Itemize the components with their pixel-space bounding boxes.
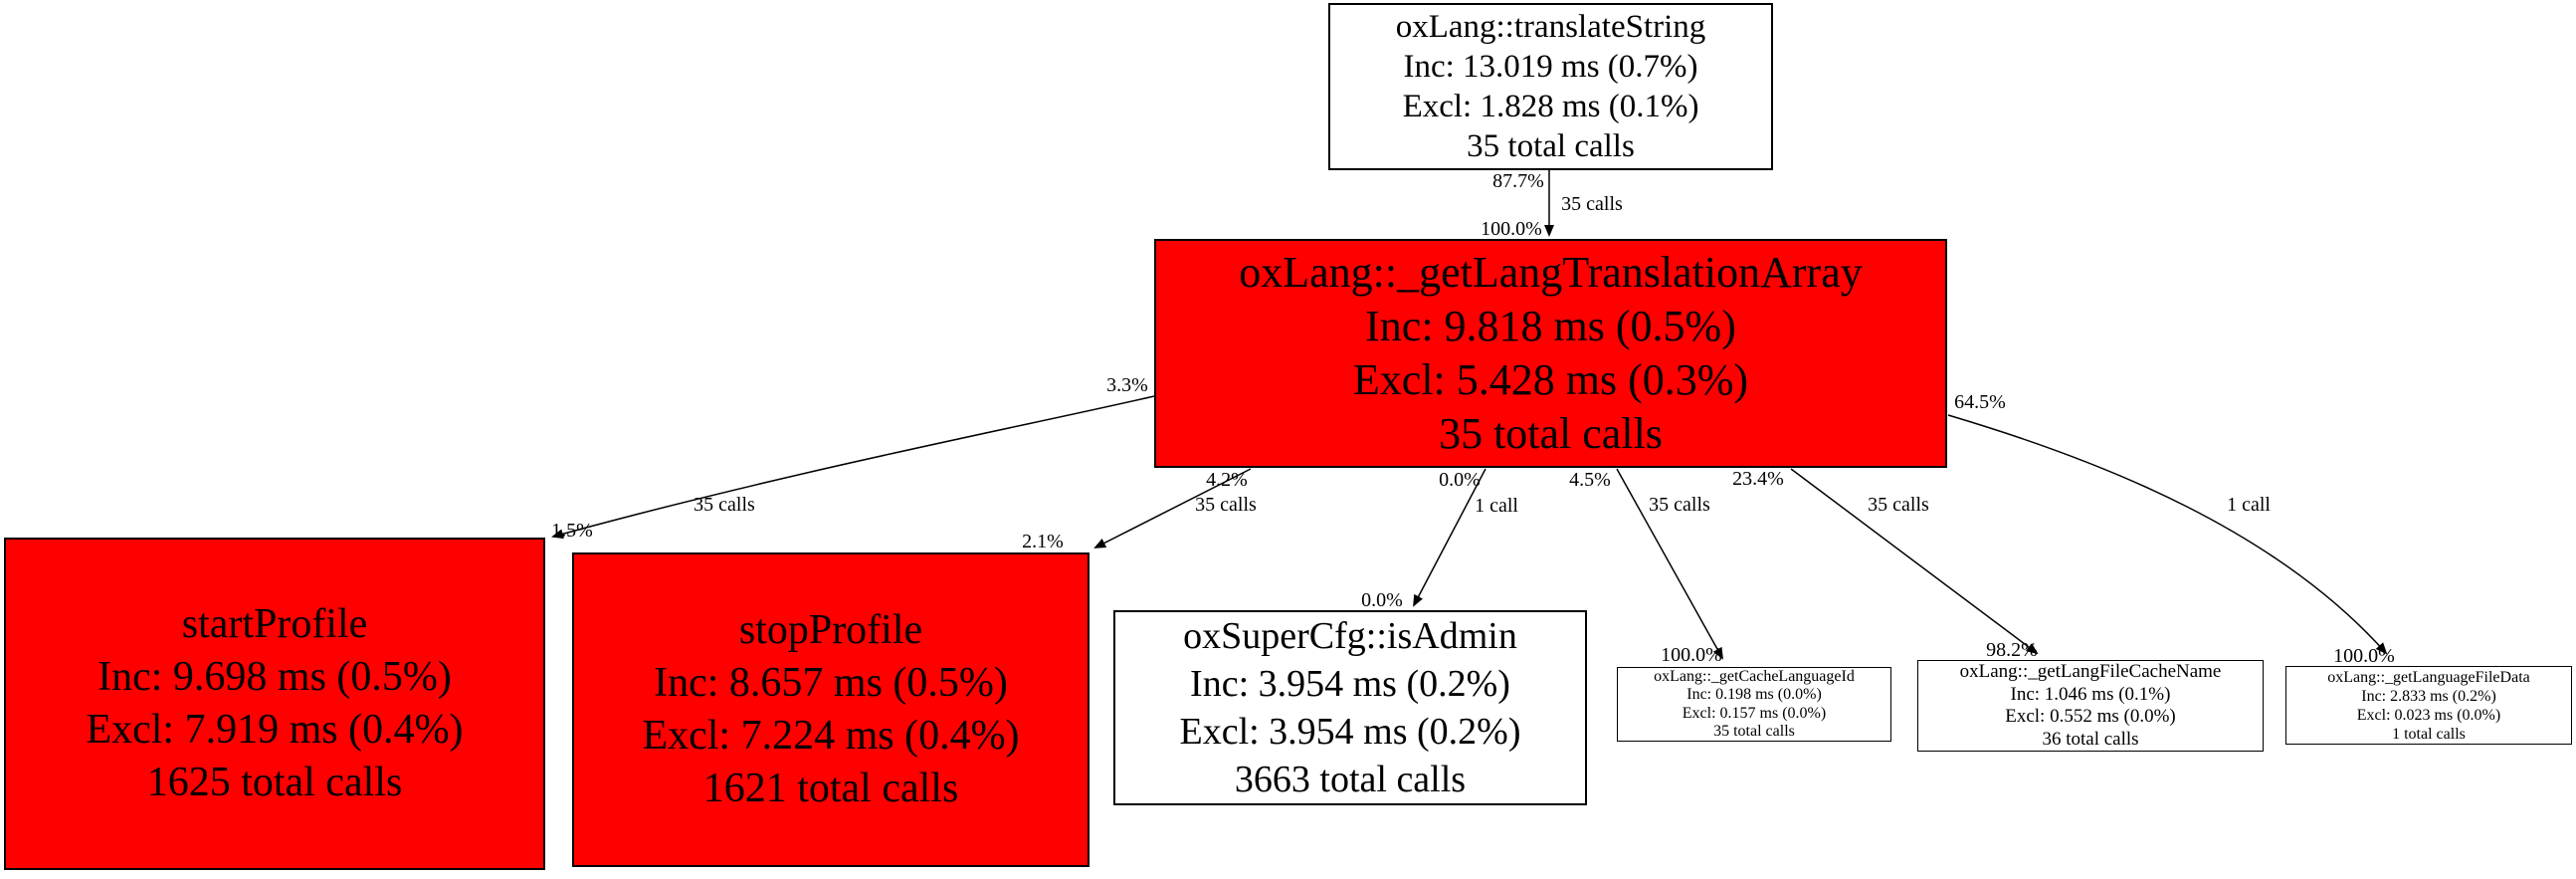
node-startprofile[interactable]: startProfile Inc: 9.698 ms (0.5%) Excl: … [4, 538, 545, 870]
edge-call-count-label: 1 call [1475, 495, 1518, 517]
edge-getlangtranslationarray-to-isadmin [1413, 468, 1486, 607]
node-total-calls: 1625 total calls [146, 760, 403, 805]
node-inclusive-time: Inc: 1.046 ms (0.1%) [2010, 683, 2171, 705]
node-total-calls: 1 total calls [2392, 725, 2466, 743]
node-oxlang-getlangfilecachename[interactable]: oxLang::_getLangFileCacheName Inc: 1.046… [1917, 660, 2264, 752]
edge-head-label: 1.5% [551, 520, 593, 542]
node-exclusive-time: Excl: 0.157 ms (0.0%) [1682, 704, 1827, 722]
edge-call-count-label: 35 calls [694, 494, 755, 516]
edge-getlangtranslationarray-to-getlangfilecachename [1790, 468, 2039, 655]
node-oxlang-translatestring[interactable]: oxLang::translateString Inc: 13.019 ms (… [1328, 3, 1773, 170]
edge-getlangtranslationarray-to-stopprofile [1093, 468, 1252, 549]
node-title: stopProfile [738, 607, 923, 653]
node-total-calls: 35 total calls [1439, 409, 1663, 458]
node-inclusive-time: Inc: 9.818 ms (0.5%) [1365, 302, 1736, 350]
edge-call-count-label: 35 calls [1561, 193, 1623, 215]
node-title: startProfile [181, 601, 368, 647]
edge-head-label: 100.0% [2333, 645, 2395, 667]
edge-call-count-label: 35 calls [1649, 494, 1710, 516]
node-inclusive-time: Inc: 0.198 ms (0.0%) [1686, 686, 1822, 703]
node-title: oxSuperCfg::isAdmin [1183, 615, 1517, 657]
edge-tail-label: 23.4% [1732, 468, 1784, 490]
edge-getlangtranslationarray-to-startprofile [551, 395, 1155, 540]
node-title: oxLang::_getLangFileCacheName [1959, 661, 2222, 682]
edge-getlangtranslationarray-to-getcachelanguageid [1616, 468, 1723, 660]
node-oxlang-getcachelanguageid[interactable]: oxLang::_getCacheLanguageId Inc: 0.198 m… [1617, 667, 1891, 742]
node-total-calls: 36 total calls [2042, 728, 2139, 750]
node-exclusive-time: Excl: 7.919 ms (0.4%) [86, 707, 464, 753]
node-exclusive-time: Excl: 7.224 ms (0.4%) [642, 713, 1020, 759]
node-inclusive-time: Inc: 8.657 ms (0.5%) [654, 660, 1008, 706]
node-inclusive-time: Inc: 9.698 ms (0.5%) [98, 654, 452, 700]
node-exclusive-time: Excl: 0.023 ms (0.0%) [2356, 706, 2501, 724]
edge-getlangtranslationarray-to-getlanguagefiledata [1947, 414, 2388, 655]
edge-tail-label: 0.0% [1439, 469, 1481, 491]
node-inclusive-time: Inc: 2.833 ms (0.2%) [2361, 687, 2496, 705]
edge-head-label: 2.1% [1022, 531, 1064, 552]
edge-tail-label: 4.5% [1569, 469, 1611, 491]
edge-tail-label: 3.3% [1106, 374, 1148, 396]
node-total-calls: 35 total calls [1467, 128, 1635, 164]
node-exclusive-time: Excl: 1.828 ms (0.1%) [1402, 89, 1699, 124]
node-exclusive-time: Excl: 0.552 ms (0.0%) [2005, 706, 2176, 727]
node-oxlang-getlangtranslationarray[interactable]: oxLang::_getLangTranslationArray Inc: 9.… [1154, 239, 1947, 468]
node-title: oxLang::_getLanguageFileData [2327, 668, 2530, 686]
edge-head-label: 100.0% [1661, 644, 1722, 666]
node-exclusive-time: Excl: 5.428 ms (0.3%) [1352, 355, 1749, 404]
edge-head-label: 0.0% [1361, 589, 1403, 611]
edge-head-label: 100.0% [1481, 218, 1542, 240]
node-exclusive-time: Excl: 3.954 ms (0.2%) [1179, 711, 1521, 753]
node-inclusive-time: Inc: 3.954 ms (0.2%) [1190, 663, 1510, 705]
node-oxlang-getlanguagefiledata[interactable]: oxLang::_getLanguageFileData Inc: 2.833 … [2285, 666, 2572, 745]
edge-tail-label: 64.5% [1954, 391, 2006, 413]
node-total-calls: 35 total calls [1713, 723, 1795, 740]
node-total-calls: 3663 total calls [1234, 759, 1467, 800]
node-inclusive-time: Inc: 13.019 ms (0.7%) [1403, 49, 1698, 85]
edge-call-count-label: 1 call [2227, 494, 2271, 516]
node-title: oxLang::_getLangTranslationArray [1239, 248, 1863, 297]
edge-call-count-label: 35 calls [1868, 494, 1929, 516]
node-total-calls: 1621 total calls [702, 766, 959, 811]
edge-tail-label: 87.7% [1492, 170, 1544, 192]
node-title: oxLang::_getCacheLanguageId [1654, 667, 1855, 685]
node-oxsupercfg-isadmin[interactable]: oxSuperCfg::isAdmin Inc: 3.954 ms (0.2%)… [1113, 610, 1587, 805]
edge-head-label: 98.2% [1986, 639, 2038, 661]
node-title: oxLang::translateString [1395, 9, 1706, 45]
edge-call-count-label: 35 calls [1195, 494, 1257, 516]
node-stopprofile[interactable]: stopProfile Inc: 8.657 ms (0.5%) Excl: 7… [572, 552, 1090, 867]
edge-tail-label: 4.2% [1206, 469, 1248, 491]
